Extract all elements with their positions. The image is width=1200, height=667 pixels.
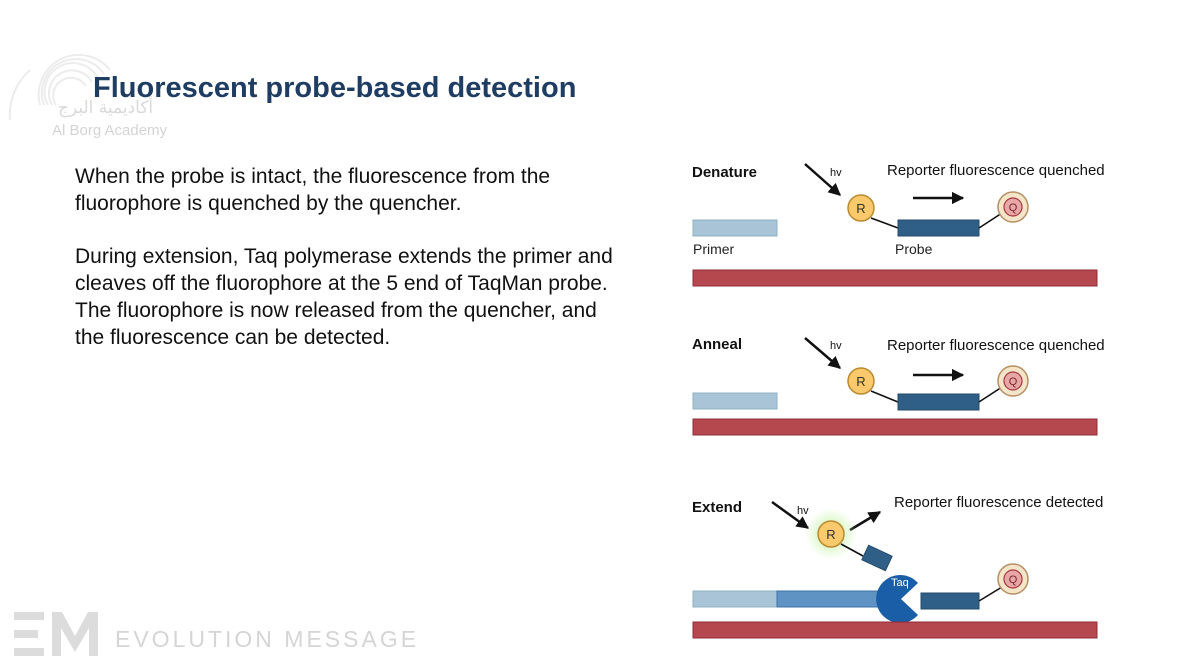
logo-arcs-icon [8, 53, 111, 120]
step-label-extend: Extend [692, 499, 742, 516]
extend-panel: Extend hv Reporter fluorescence detected… [692, 494, 1103, 639]
quencher-icon: Q [997, 365, 1029, 397]
light-arrow-icon [771, 500, 810, 530]
slide-title: Fluorescent probe-based detection [93, 72, 577, 104]
reporter-linker [870, 217, 899, 229]
probe-label: Probe [895, 241, 933, 257]
primer-strand [692, 392, 778, 410]
status-label: Reporter fluorescence detected [894, 494, 1103, 511]
cleaved-probe-fragment [861, 544, 893, 572]
al-borg-academy-logo: أكاديمية البرج Al Borg Academy [0, 10, 190, 139]
taq-label: Taq [891, 577, 909, 589]
extended-strand [776, 590, 882, 608]
quencher-text: Q [1009, 202, 1018, 214]
reporter-text: R [826, 527, 835, 542]
quencher-linker [978, 386, 1003, 403]
quencher-linker [978, 212, 1003, 229]
denature-panel: Denature hv Reporter fluorescence quench… [692, 162, 1105, 287]
logo-arabic-text: أكاديمية البرج [58, 98, 154, 118]
light-arrow-icon [804, 163, 841, 196]
template-strand [692, 269, 1098, 287]
template-strand [692, 621, 1098, 639]
reporter-icon: R [847, 367, 875, 395]
step-label-denature: Denature [692, 164, 757, 181]
reporter-icon: R [817, 520, 845, 548]
reporter-icon: R [847, 194, 875, 222]
status-label: Reporter fluorescence quenched [887, 162, 1105, 179]
light-label: hv [830, 167, 842, 179]
primer-strand [692, 219, 778, 237]
probe-strand [920, 592, 980, 610]
body-paragraph-1: When the probe is intact, the fluorescen… [75, 165, 551, 215]
primer-strand [692, 590, 778, 608]
reporter-linker [870, 390, 899, 403]
reporter-text: R [856, 201, 865, 216]
em-logo-icon [14, 612, 98, 656]
taqman-diagram: Denature hv Reporter fluorescence quench… [680, 150, 1120, 650]
evolution-message-watermark: EVOLUTION MESSAGE [12, 608, 416, 663]
template-strand [692, 418, 1098, 436]
quencher-text: Q [1009, 376, 1018, 388]
probe-strand [897, 393, 980, 411]
taq-polymerase-icon: Taq [876, 575, 918, 623]
body-paragraph-2: During extension, Taq polymerase extends… [75, 245, 613, 349]
slide-body: When the probe is intact, the fluorescen… [75, 163, 615, 377]
quencher-linker [978, 586, 1003, 602]
light-arrow-icon [804, 337, 841, 369]
reporter-linker [840, 543, 864, 557]
light-label: hv [797, 505, 809, 517]
quencher-icon: Q [997, 191, 1029, 223]
logo-latin-text: Al Borg Academy [52, 122, 168, 139]
primer-label: Primer [693, 241, 735, 257]
status-label: Reporter fluorescence quenched [887, 337, 1105, 354]
light-label: hv [830, 340, 842, 352]
quencher-icon: Q [997, 563, 1029, 595]
watermark-text: EVOLUTION MESSAGE [115, 626, 420, 652]
probe-strand [897, 219, 980, 237]
step-label-anneal: Anneal [692, 336, 742, 353]
reporter-text: R [856, 374, 865, 389]
quencher-text: Q [1009, 574, 1018, 586]
anneal-panel: Anneal hv Reporter fluorescence quenched… [692, 336, 1105, 436]
